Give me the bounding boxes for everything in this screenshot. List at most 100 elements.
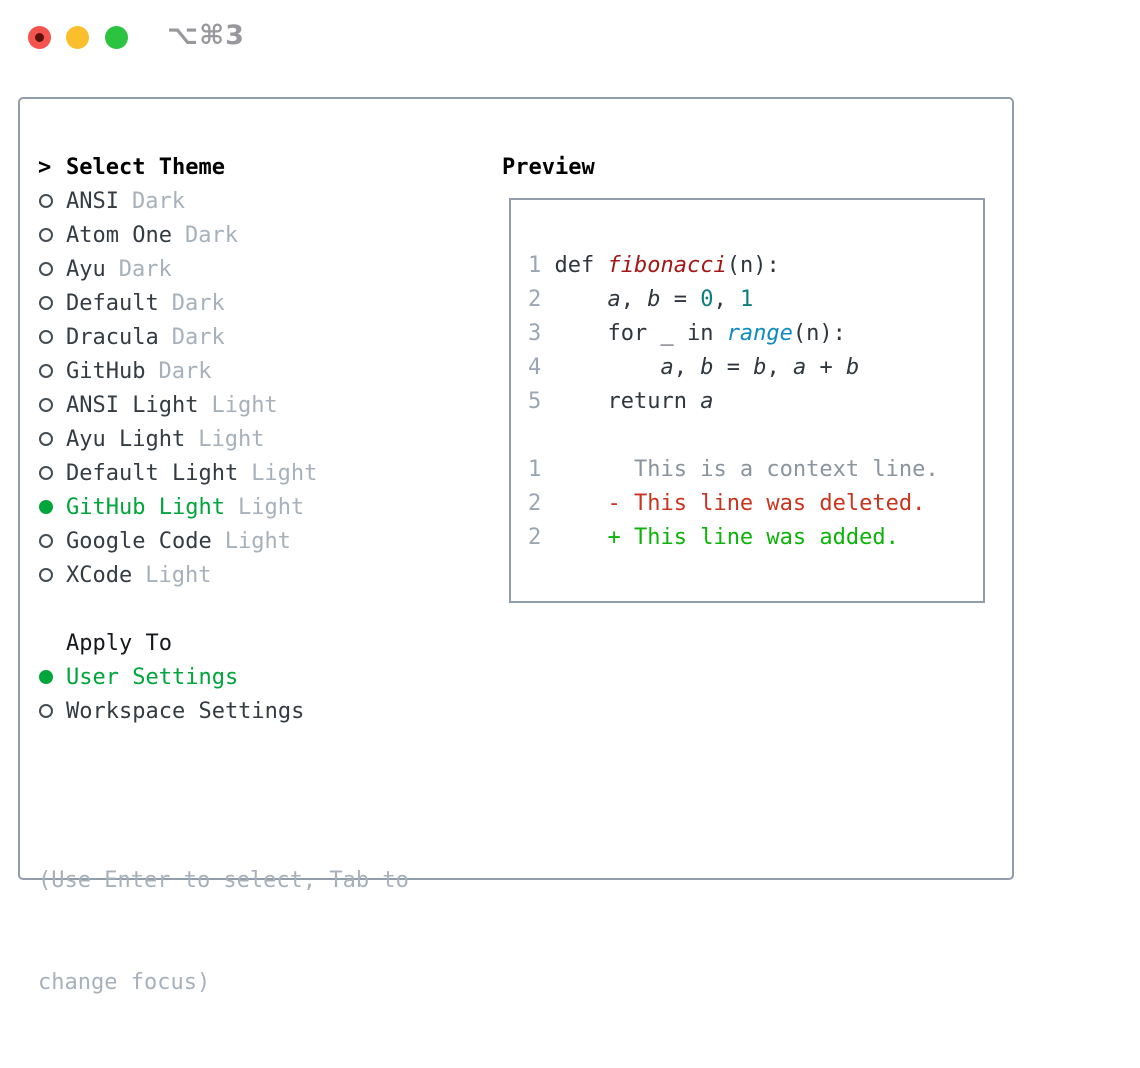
token-var: b [647,286,661,312]
token-code: def [554,252,608,278]
apply-option-user-settings[interactable]: User Settings [38,660,409,694]
preview-line: 3 for _ in range(n): [528,316,983,350]
theme-name: Ayu [66,256,106,282]
spacer [38,592,409,626]
theme-option-xcode[interactable]: XCode Light [38,558,409,592]
theme-name: GitHub Light [66,494,225,520]
token-var: b [700,354,714,380]
hint-line-2: change focus) [38,970,211,995]
select-theme-title: Select Theme [66,154,225,180]
token-added: + This line was added. [607,524,899,550]
radio-icon [39,398,53,412]
theme-name: ANSI Light [66,392,199,418]
token-var: b [753,354,767,380]
token-code [555,287,608,312]
theme-variant: Dark [131,188,185,214]
radio-selected-icon [39,670,53,684]
token-code: return [554,388,701,414]
theme-variant: Light [237,494,305,520]
cursor-indicator: > [38,154,52,180]
theme-variant: Dark [171,290,225,316]
select-theme-header: > Select Theme [38,150,409,184]
theme-variant: Light [145,562,212,588]
theme-name: Default [66,290,159,316]
line-number: 2 [528,524,555,550]
theme-variant: Light [251,460,318,486]
spacer [38,728,409,762]
preview-line: 4 a, b = b, a + b [528,350,983,384]
theme-name: Ayu Light [66,426,186,452]
line-number: 3 [528,320,555,346]
theme-name: XCode [66,562,133,588]
line-number: 2 [528,490,555,516]
token-num: 0 [700,286,714,312]
line-number: 4 [528,354,555,380]
token-var: a [607,286,621,312]
line-number: 5 [528,388,555,414]
token-var: a [700,388,714,414]
hint-line-1: (Use Enter to select, Tab to [38,868,409,893]
radio-icon [39,228,53,242]
token-num: 1 [739,286,754,312]
theme-option-default[interactable]: Default Dark [38,286,409,320]
token-var: a [792,354,807,380]
token-removed: - This line was deleted. [607,490,926,516]
radio-icon [39,466,53,480]
line-number [528,423,555,448]
spacer [38,762,409,796]
token-var: a [660,354,674,380]
preview-line: 1 def fibonacci(n): [528,248,983,282]
token-code: for _ in [554,320,727,346]
keyboard-hint: (Use Enter to select, Tab to change focu… [38,796,409,1068]
preview-line: 2 + This line was added. [528,520,983,554]
token-func: fibonacci [607,252,727,278]
token-code: = [713,354,754,380]
minimize-button[interactable] [66,26,89,49]
theme-option-github-light[interactable]: GitHub Light Light [38,490,409,524]
close-button[interactable] [28,26,51,49]
token-code: , [673,354,701,380]
radio-icon [39,330,53,344]
theme-name: Google Code [66,528,212,554]
apply-option-workspace-settings[interactable]: Workspace Settings [38,694,409,728]
token-code: , [713,286,740,312]
radio-icon [39,432,53,446]
theme-variant: Dark [158,358,212,384]
line-number: 1 [528,456,555,482]
line-number: 2 [528,286,555,312]
radio-icon [39,704,53,718]
token-code: (n): [792,320,846,346]
apply-option-label: User Settings [66,664,239,690]
radio-icon [39,364,53,378]
radio-icon [39,534,53,548]
zoom-button[interactable] [105,26,128,49]
apply-to-header: Apply To [38,626,409,660]
theme-name: Atom One [66,222,172,248]
radio-icon [39,296,53,310]
token-context: This is a context line. [554,456,939,482]
theme-variant: Dark [171,324,225,350]
token-var: b [845,354,860,380]
radio-icon [39,262,53,276]
line-number: 1 [528,252,555,278]
token-code [555,525,608,550]
apply-option-label: Workspace Settings [66,698,305,724]
preview-line: 2 a, b = 0, 1 [528,282,983,316]
token-code [555,355,661,380]
radio-icon [39,194,53,208]
